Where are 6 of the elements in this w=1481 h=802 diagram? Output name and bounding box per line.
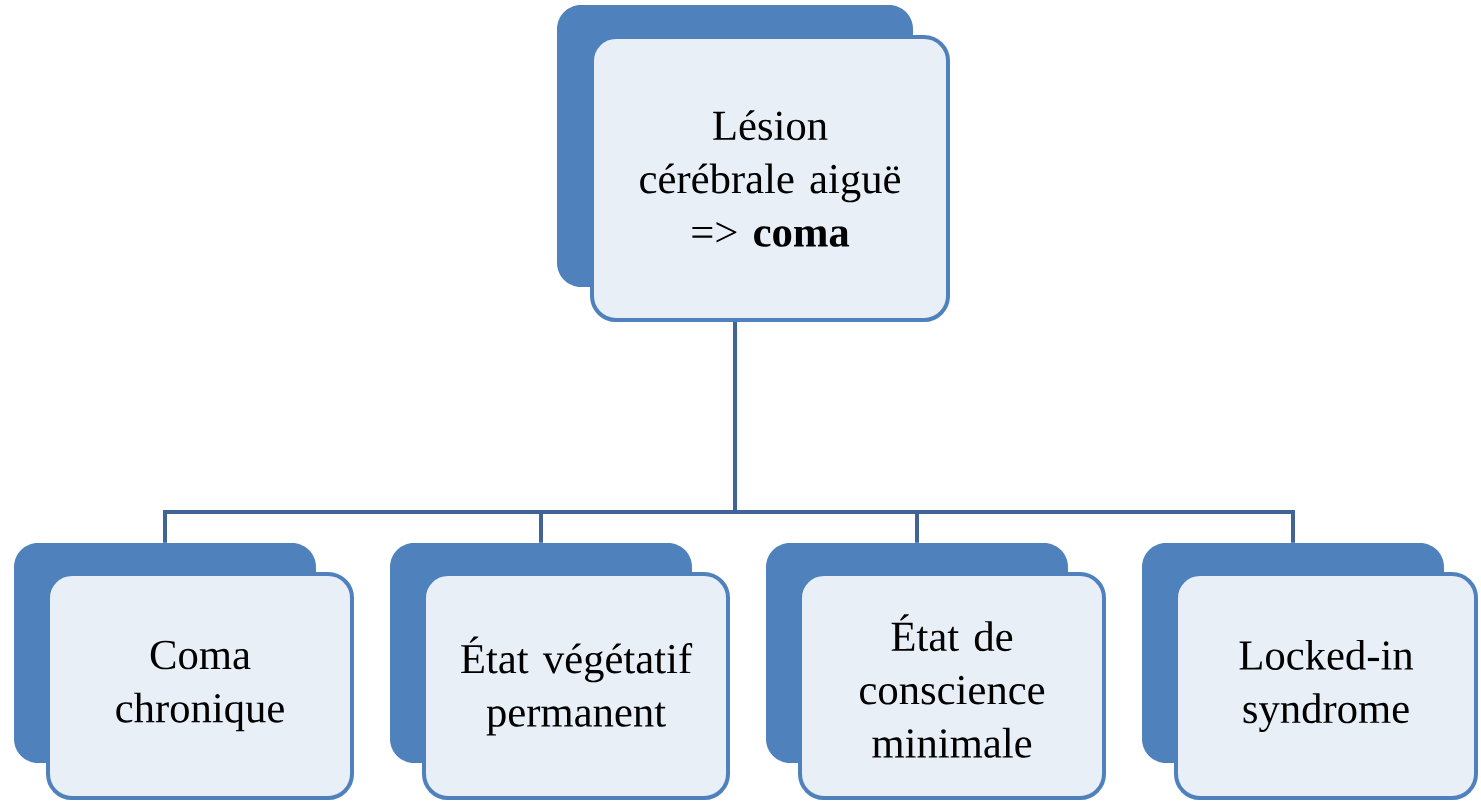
stacked-box: Locked-in syndrome — [1142, 543, 1478, 800]
stacked-box: État végétatif permanent — [390, 543, 730, 800]
stacked-box: Lésion cérébrale aiguë => coma — [557, 5, 950, 322]
connector-line — [733, 322, 1295, 543]
stacked-box: Coma chronique — [14, 543, 354, 800]
stacked-box: État de conscience minimale — [766, 543, 1106, 800]
